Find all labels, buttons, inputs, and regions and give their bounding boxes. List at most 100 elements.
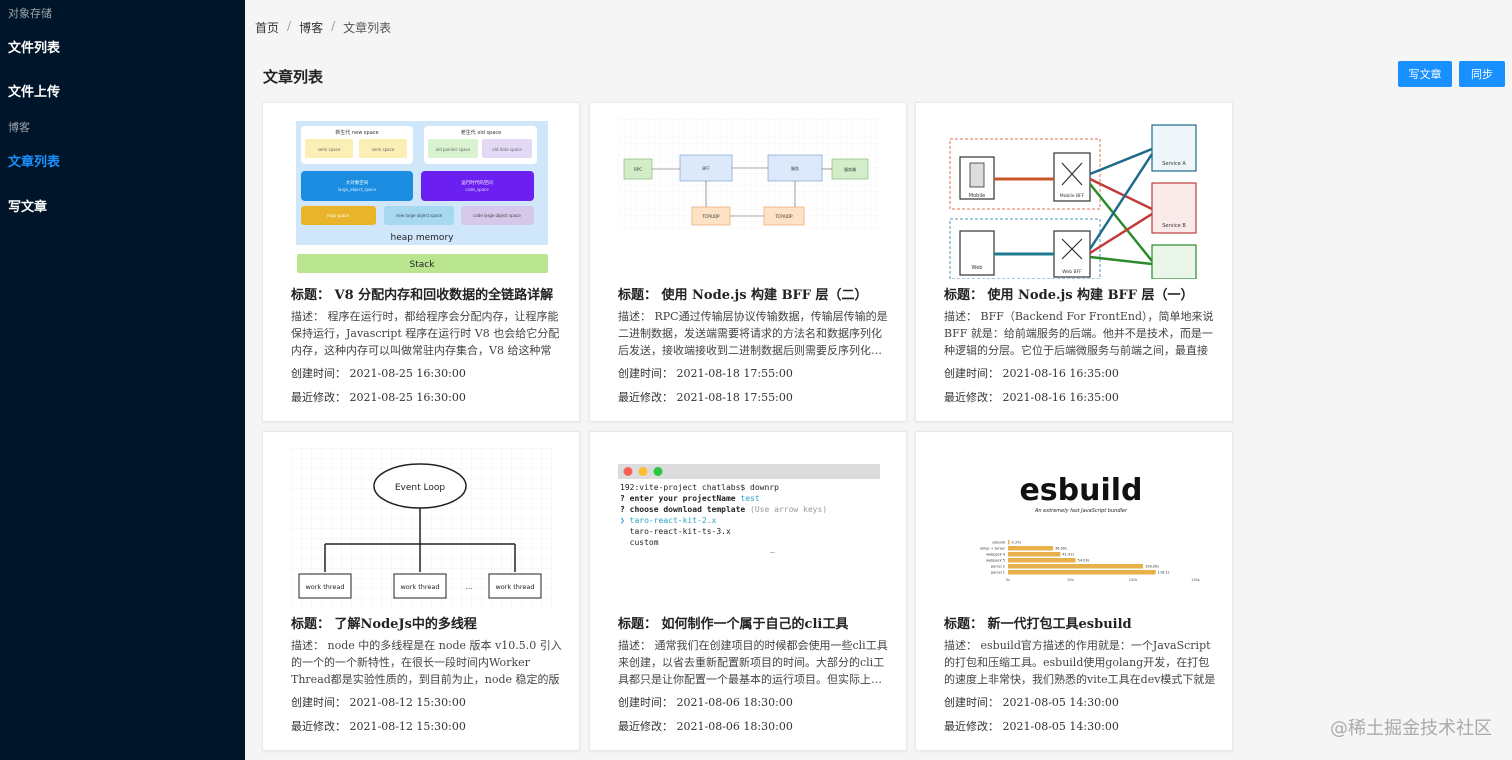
thumb-text: esbuild [1019,473,1142,508]
thumb-text: Service B [1162,223,1186,229]
article-thumbnail: esbuild An extremely fast JavaScript bun… [944,448,1206,608]
sidebar-item-file-upload[interactable]: 文件上传 [8,85,61,100]
bar [1008,540,1010,545]
thumb-text: semi space [318,147,341,152]
bar-label: webpack 4 [986,553,1006,557]
article-title[interactable]: 标题： 使用 Node.js 构建 BFF 层（二） [618,288,868,303]
thumb-text: code large object space [473,213,521,218]
article-modified-time: 最近修改： 2021-08-12 15:30:00 [291,720,466,733]
sidebar-item-article-list[interactable]: 文章列表 [8,155,61,170]
bar [1008,552,1061,557]
article-description: 描述： node 中的多线程是在 node 版本 v10.5.0 引入的一个的一… [291,639,562,686]
page-title: 文章列表 [263,68,324,86]
thumb-text: semi space [372,147,395,152]
tick-label: 150s [1191,578,1200,582]
bar-value: 0.37s [1012,541,1022,545]
thumb-text: 运行时代码空间 [461,179,493,186]
thumb-text: 大对象空间 [346,179,369,186]
bar-label: esbuild [992,541,1005,545]
bar-value: 54.03s [1078,559,1090,563]
thumb-text: 192:vite-project chatlabs$ downrp [620,483,779,492]
bar-value: 108.00s [1145,565,1159,569]
article-card[interactable]: RPC 服务端 BFF 服务 TCP/UDP TCP/UDP 标题： 使用 No… [589,102,907,422]
bar [1008,564,1143,569]
article-created-time: 创建时间： 2021-08-18 17:55:00 [618,367,793,380]
article-created-time: 创建时间： 2021-08-25 16:30:00 [291,367,466,380]
thumb-text: An extremely fast JavaScript bundler [1034,508,1128,514]
thumb-text: Mobile [969,193,985,199]
bar-label: webpack 5 [986,559,1005,563]
breadcrumb-separator: / [331,19,336,33]
write-article-button[interactable]: 写文章 [1398,61,1452,87]
thumb-text: Stack [410,260,436,270]
article-created-time: 创建时间： 2021-08-12 15:30:00 [291,696,466,709]
sidebar: 对象存储 文件列表 文件上传 博客 文章列表 写文章 [0,0,245,760]
sidebar-group-blog: 博客 [8,121,30,134]
breadcrumb-separator: / [287,19,292,33]
thumb-text: _ [770,544,775,553]
article-card[interactable]: Mobile Mobile BFF Web Web BFF Service A … [915,102,1233,422]
breadcrumb: 首页 / 博客 / 文章列表 [255,19,391,36]
thumb-text: map space [327,213,349,218]
thumb-text: test [740,494,759,503]
watermark: @稀土掘金技术社区 [1330,718,1492,739]
article-thumbnail: 新生代 new space semi space semi space 老生代 … [291,119,553,279]
article-card[interactable]: Event Loop work thread work thread ... w… [262,431,580,751]
article-thumbnail: Mobile Mobile BFF Web Web BFF Service A … [944,119,1206,279]
thumb-text: Web BFF [1062,269,1082,275]
sidebar-group-object-storage: 对象存储 [8,7,52,20]
thumb-text: ... [466,583,473,591]
article-created-time: 创建时间： 2021-08-16 16:35:00 [944,367,1119,380]
thumb-text: RPC [634,167,642,172]
article-modified-time: 最近修改： 2021-08-16 16:35:00 [944,391,1119,404]
thumb-text: 服务 [791,165,799,171]
article-modified-time: 最近修改： 2021-08-25 16:30:00 [291,391,466,404]
article-title[interactable]: 标题： V8 分配内存和回收数据的全链路详解 [291,288,554,303]
article-description: 描述： BFF（Backend For FrontEnd），简单地来说 BFF … [944,310,1214,357]
article-card[interactable]: esbuild An extremely fast JavaScript bun… [915,431,1233,751]
svg-text:? choose download template (Us: ? choose download template (Use arrow ke… [620,505,827,514]
article-created-time: 创建时间： 2021-08-06 18:30:00 [618,696,793,709]
bar-label: rollup + terser [980,547,1006,551]
breadcrumb-blog[interactable]: 博客 [299,21,324,35]
thumb-text: (Use arrow keys) [750,505,827,514]
thumb-text: 服务端 [844,166,856,172]
thumb-text: ❯ taro-react-kit-2.x [620,516,717,525]
article-thumbnail: 192:vite-project chatlabs$ downrp ? ente… [618,448,880,608]
thumb-text: work thread [495,583,534,591]
main-content: 首页 / 博客 / 文章列表 文章列表 写文章 同步 新生代 new space… [245,0,1512,760]
bar-value: 41.91s [1062,553,1074,557]
tick-label: 50s [1067,578,1073,582]
sidebar-item-write-article[interactable]: 写文章 [8,200,48,215]
bar-value: 118.1s [1158,571,1170,575]
article-title[interactable]: 标题： 了解NodeJs中的多线程 [291,617,477,632]
thumb-text: new large object space [396,213,443,218]
article-title[interactable]: 标题： 使用 Node.js 构建 BFF 层（一） [944,288,1194,303]
sidebar-item-file-list[interactable]: 文件列表 [8,41,61,56]
article-title[interactable]: 标题： 新一代打包工具esbuild [944,617,1132,632]
thumb-text: TCP/UDP [701,214,720,219]
thumb-text: work thread [400,583,439,591]
breadcrumb-home[interactable]: 首页 [255,21,280,35]
thumb-text: heap memory [391,233,455,243]
bar [1008,546,1053,551]
sync-button[interactable]: 同步 [1459,61,1505,87]
article-modified-time: 最近修改： 2021-08-18 17:55:00 [618,391,793,404]
thumb-text: Mobile BFF [1060,193,1085,199]
article-modified-time: 最近修改： 2021-08-05 14:30:00 [944,720,1119,733]
thumb-text: old data space [492,147,522,152]
thumb-text: BFF [702,166,710,171]
article-title[interactable]: 标题： 如何制作一个属于自己的cli工具 [618,617,849,632]
thumb-text: large_object_space [338,187,377,192]
bar [1008,570,1156,575]
tick-label: 0s [1006,578,1010,582]
bar-label: parcel 2 [991,565,1005,569]
thumb-text: 新生代 new space [335,129,378,136]
thumb-text: 老生代 old space [461,129,501,136]
thumb-text: Event Loop [395,483,446,493]
bar-label: parcel 1 [991,571,1005,575]
breadcrumb-current: 文章列表 [343,21,392,35]
article-description: 描述： 通常我们在创建项目的时候都会使用一些cli工具来创建，以省去重新配置新项… [618,639,888,686]
article-card[interactable]: 192:vite-project chatlabs$ downrp ? ente… [589,431,907,751]
article-card[interactable]: 新生代 new space semi space semi space 老生代 … [262,102,580,422]
